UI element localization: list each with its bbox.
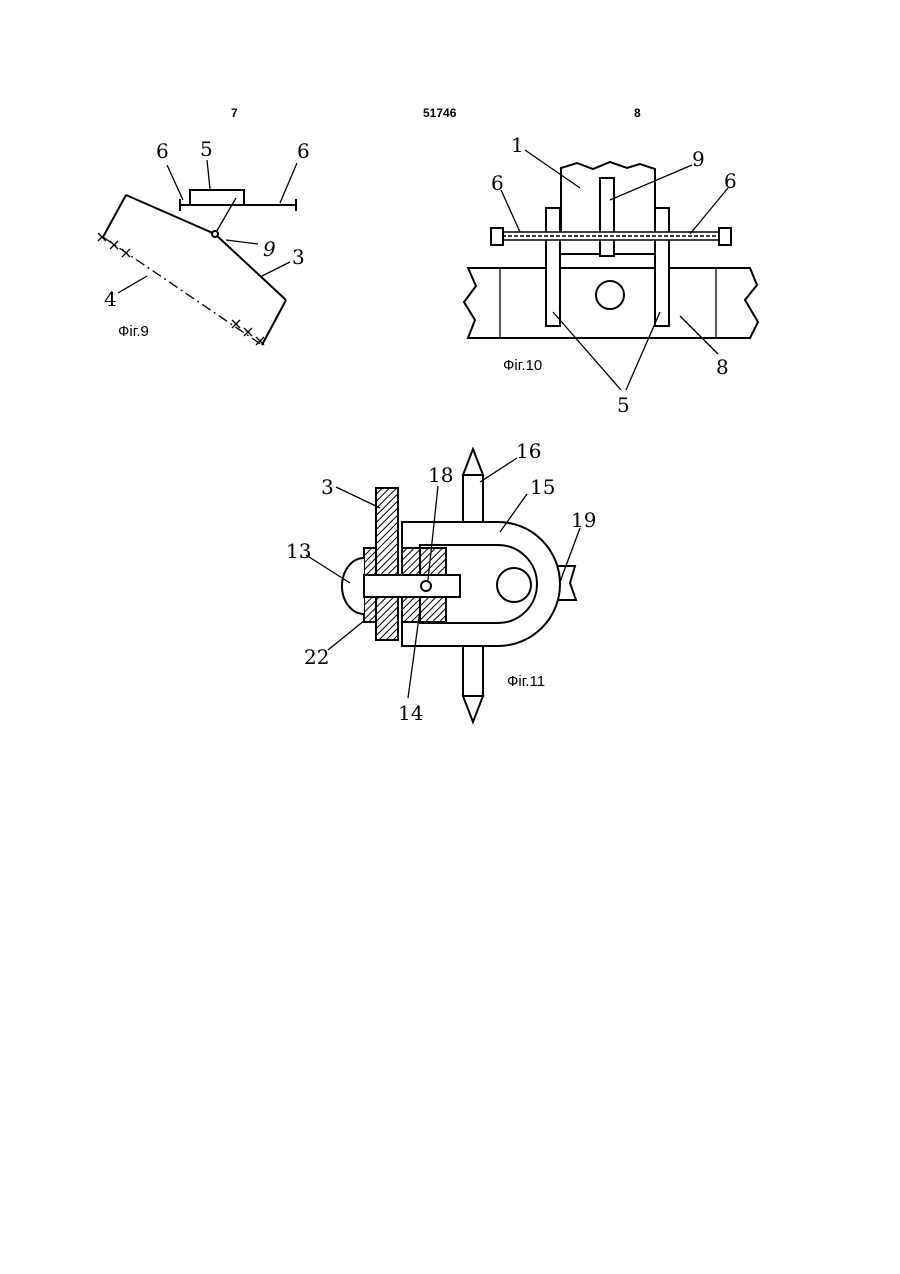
fig9-leader-4 [118,276,147,293]
fig10-pin [600,178,614,256]
fig11-leader-16 [480,458,517,482]
fig9-frame-upper [126,195,215,234]
fig11-label-3: 3 [321,475,334,499]
fig9-label-4: 4 [104,287,117,311]
fig9-frame-left [103,195,126,237]
fig9-pivot [212,231,218,237]
fig10-label-9: 9 [692,147,705,171]
fig9-crosses-right [232,320,264,345]
fig9-label-6a: 6 [156,139,169,163]
fig11-rod-top-tip [463,449,483,475]
fig10-beam [464,268,758,338]
fig11-leader-3 [336,487,380,508]
fig9-pivot-link [215,198,236,234]
fig9-label-3: 3 [292,245,305,269]
fig11-plate [376,488,398,640]
figure-9: 6 5 6 9 3 4 Фiг.9 [98,137,310,345]
fig11-leader-13 [306,555,350,583]
fig10-hole [596,281,624,309]
fig11-rod-bottom [463,640,483,696]
fig11-label-18: 18 [428,463,453,487]
fig10-plate-left [546,208,560,326]
figure-10: 1 9 6 6 5 8 Фiг.10 [464,133,758,417]
fig10-label-1: 1 [511,133,524,157]
fig11-head [342,558,364,614]
fig10-label-5: 5 [617,393,630,417]
fig9-leader-6a [167,165,183,200]
fig9-caption: Фiг.9 [118,323,149,340]
fig11-small-bolt [421,581,431,591]
fig9-label-9: 9 [263,237,276,261]
fig9-crosses-left [98,233,130,257]
fig10-leader-6a [501,190,520,232]
fig11-rod-bottom-tip [463,696,483,722]
fig10-plate-right [655,208,669,326]
fig11-leader-22 [328,620,365,650]
fig11-label-19: 19 [571,508,596,532]
fig10-leader-5b [626,312,660,390]
fig10-label-6a: 6 [491,171,504,195]
fig9-leader-9 [226,240,258,244]
fig11-label-22: 22 [304,645,329,669]
fig10-leader-5a [553,312,621,390]
fig11-label-14: 14 [398,701,423,725]
fig10-label-6b: 6 [724,169,737,193]
fig9-leader-6b [280,163,297,203]
fig9-label-5: 5 [200,137,213,161]
fig9-label-6b: 6 [297,139,310,163]
fig11-label-13: 13 [286,539,311,563]
fig9-frame-lower [262,300,286,345]
fig10-label-8: 8 [716,355,729,379]
fig9-bracket [190,190,244,205]
fig9-leader-5 [207,160,210,189]
fig10-leader-1 [525,150,580,188]
fig11-label-16: 16 [516,439,541,463]
fig10-bolt-head [491,228,503,245]
fig11-pin [364,575,460,597]
fig10-leader-8 [680,316,718,354]
fig11-caption: Фiг.11 [507,673,545,690]
fig10-caption: Фiг.10 [503,357,542,374]
fig9-leader-3 [262,262,290,276]
figure-11: 3 18 16 15 19 13 22 14 Фiг.11 [286,439,596,725]
fig10-leader-9 [610,165,692,200]
fig10-bolt-nut [719,228,731,245]
fig11-label-15: 15 [530,475,555,499]
